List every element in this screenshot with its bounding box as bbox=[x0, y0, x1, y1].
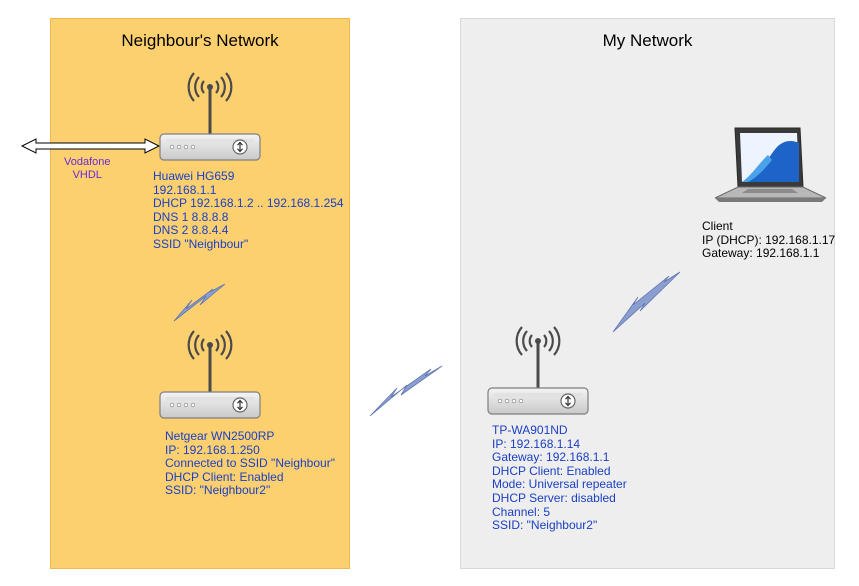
client-gateway: Gateway: 192.168.1.1 bbox=[702, 246, 820, 261]
huawei-ip: 192.168.1.1 bbox=[153, 182, 217, 197]
router-icon bbox=[158, 71, 262, 162]
netgear-repeater-label: Netgear WN2500RP IP: 192.168.1.250 Conne… bbox=[165, 429, 335, 498]
tplink-gateway: Gateway: 192.168.1.1 bbox=[492, 450, 610, 465]
client-name: Client bbox=[702, 219, 733, 233]
wireless-link-icon bbox=[369, 365, 443, 417]
router-icon bbox=[486, 325, 590, 416]
client-label: Client IP (DHCP): 192.168.1.17 Gateway: … bbox=[702, 219, 836, 261]
huawei-dhcp: DHCP 192.168.1.2 .. 192.168.1.254 bbox=[153, 196, 344, 211]
tplink-ssid: SSID: "Neighbour2" bbox=[492, 518, 598, 533]
huawei-name: Huawei HG659 bbox=[153, 169, 235, 183]
tplink-access-point-label: TP-WA901ND IP: 192.168.1.14 Gateway: 192… bbox=[492, 423, 627, 533]
tplink-name: TP-WA901ND bbox=[492, 423, 568, 437]
huawei-dns2: DNS 2 8.8.4.4 bbox=[153, 223, 229, 238]
tplink-channel: Channel: 5 bbox=[492, 504, 551, 519]
huawei-router-label: Huawei HG659 192.168.1.1 DHCP 192.168.1.… bbox=[153, 169, 344, 252]
laptop-icon bbox=[714, 127, 827, 202]
isp-name: Vodafone bbox=[64, 156, 111, 168]
tplink-mode: Mode: Universal repeater bbox=[492, 477, 627, 492]
tplink-dhcp-server: DHCP Server: disabled bbox=[492, 490, 616, 505]
router-icon bbox=[158, 329, 262, 420]
netgear-ip: IP: 192.168.1.250 bbox=[165, 442, 260, 457]
huawei-ssid: SSID "Neighbour" bbox=[153, 236, 249, 251]
netgear-name: Netgear WN2500RP bbox=[165, 429, 275, 443]
wireless-link-icon bbox=[173, 283, 226, 322]
netgear-dhcp-client: DHCP Client: Enabled bbox=[165, 469, 284, 484]
tplink-dhcp-client: DHCP Client: Enabled bbox=[492, 463, 611, 478]
tplink-ip: IP: 192.168.1.14 bbox=[492, 436, 581, 451]
my-network-title: My Network bbox=[602, 31, 693, 50]
netgear-connected: Connected to SSID "Neighbour" bbox=[165, 456, 335, 471]
isp-label: Vodafone VHDL bbox=[64, 156, 111, 182]
isp-line-type: VHDL bbox=[72, 169, 102, 181]
huawei-dns1: DNS 1 8.8.8.8 bbox=[153, 209, 229, 224]
my-network-zone: My Network bbox=[460, 18, 835, 569]
wireless-link-icon bbox=[612, 271, 681, 333]
netgear-ssid: SSID: "Neighbour2" bbox=[165, 483, 271, 498]
double-arrow-icon bbox=[20, 138, 161, 154]
neighbour-network-zone: Neighbour's Network bbox=[50, 18, 350, 569]
client-ip: IP (DHCP): 192.168.1.17 bbox=[702, 232, 836, 247]
neighbour-network-title: Neighbour's Network bbox=[121, 31, 279, 50]
